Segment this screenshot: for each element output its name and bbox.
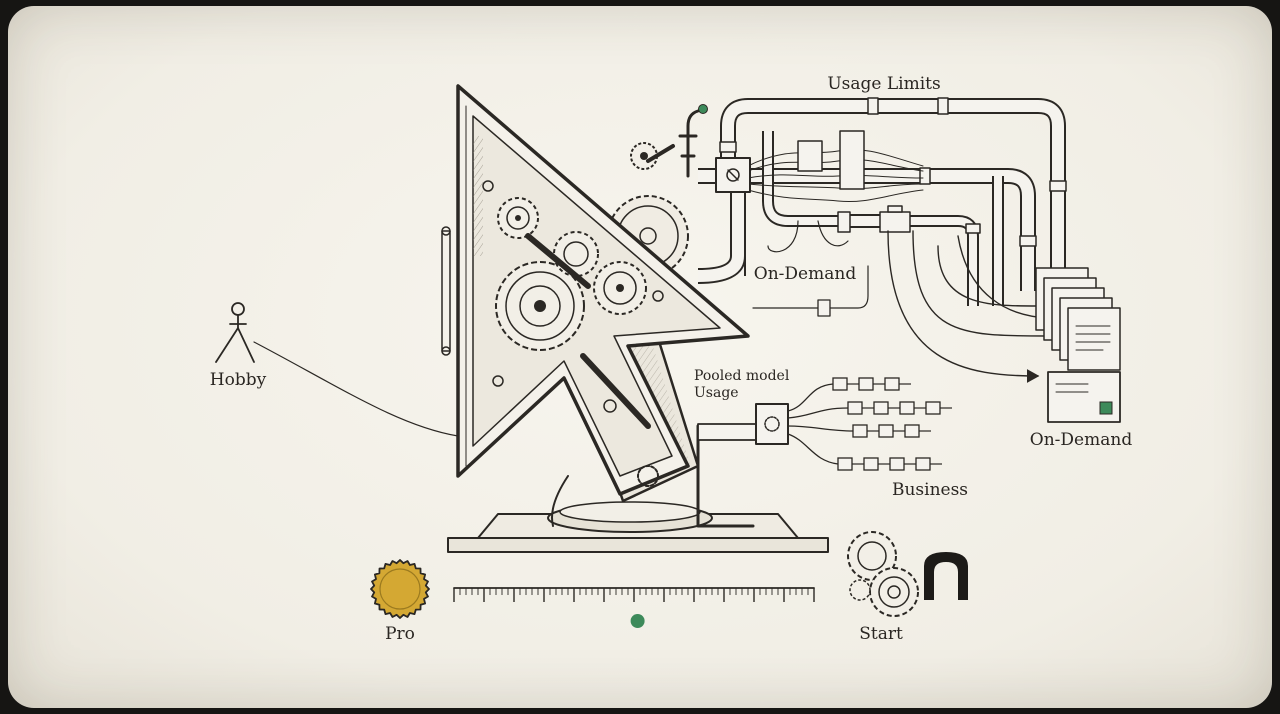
- gear-icon: [495, 261, 585, 351]
- label-pooled-line2: Usage: [694, 385, 739, 401]
- pipe-network: [678, 97, 1067, 383]
- gear-icon: [497, 197, 539, 239]
- plug-icon: [878, 424, 894, 438]
- label-business: Business: [891, 480, 969, 500]
- plug-icon: [925, 401, 941, 415]
- gold-seal-icon: [370, 559, 430, 619]
- label-pro: Pro: [385, 624, 415, 644]
- plug-icon: [832, 377, 848, 391]
- plug-icon: [847, 401, 863, 415]
- diagram-frame: Usage Limits On-Demand Hobby Pooled mode…: [8, 6, 1272, 708]
- stick-figure-icon: [215, 302, 459, 437]
- diagram-canvas: [215, 84, 1121, 628]
- arch-icon: [924, 552, 968, 600]
- label-on-demand-right: On-Demand: [1029, 430, 1133, 450]
- cursor-machine-icon: [441, 84, 829, 553]
- label-on-demand-top: On-Demand: [753, 264, 857, 284]
- plug-icon: [852, 424, 868, 438]
- gear-icon: [553, 231, 599, 277]
- hobby-connector: [253, 341, 459, 437]
- label-pooled-model: Pooled model Usage: [694, 368, 789, 402]
- envelope-icon: [1047, 371, 1121, 423]
- label-pooled-line1: Pooled model: [694, 368, 790, 384]
- gear-icon: [593, 261, 647, 315]
- plug-icon: [899, 401, 915, 415]
- plug-icon: [837, 457, 853, 471]
- connector-icon: [696, 377, 952, 528]
- label-hobby: Hobby: [209, 370, 267, 390]
- slider-marker[interactable]: [630, 614, 645, 628]
- plug-icon: [904, 424, 920, 438]
- gear-cluster-icon: [847, 531, 919, 617]
- plug-icon: [884, 377, 900, 391]
- plug-icon: [863, 457, 879, 471]
- document-stack-icon: [1035, 267, 1121, 371]
- plug-icon: [915, 457, 931, 471]
- gear-icon: [630, 142, 658, 170]
- label-start: Start: [859, 624, 903, 644]
- valve-icon: [879, 211, 911, 233]
- label-usage-limits: Usage Limits: [827, 74, 941, 94]
- plug-icon: [889, 457, 905, 471]
- on-demand-connector: [752, 265, 869, 309]
- usage-slider[interactable]: [453, 587, 815, 628]
- plug-icon: [858, 377, 874, 391]
- plug-icon: [873, 401, 889, 415]
